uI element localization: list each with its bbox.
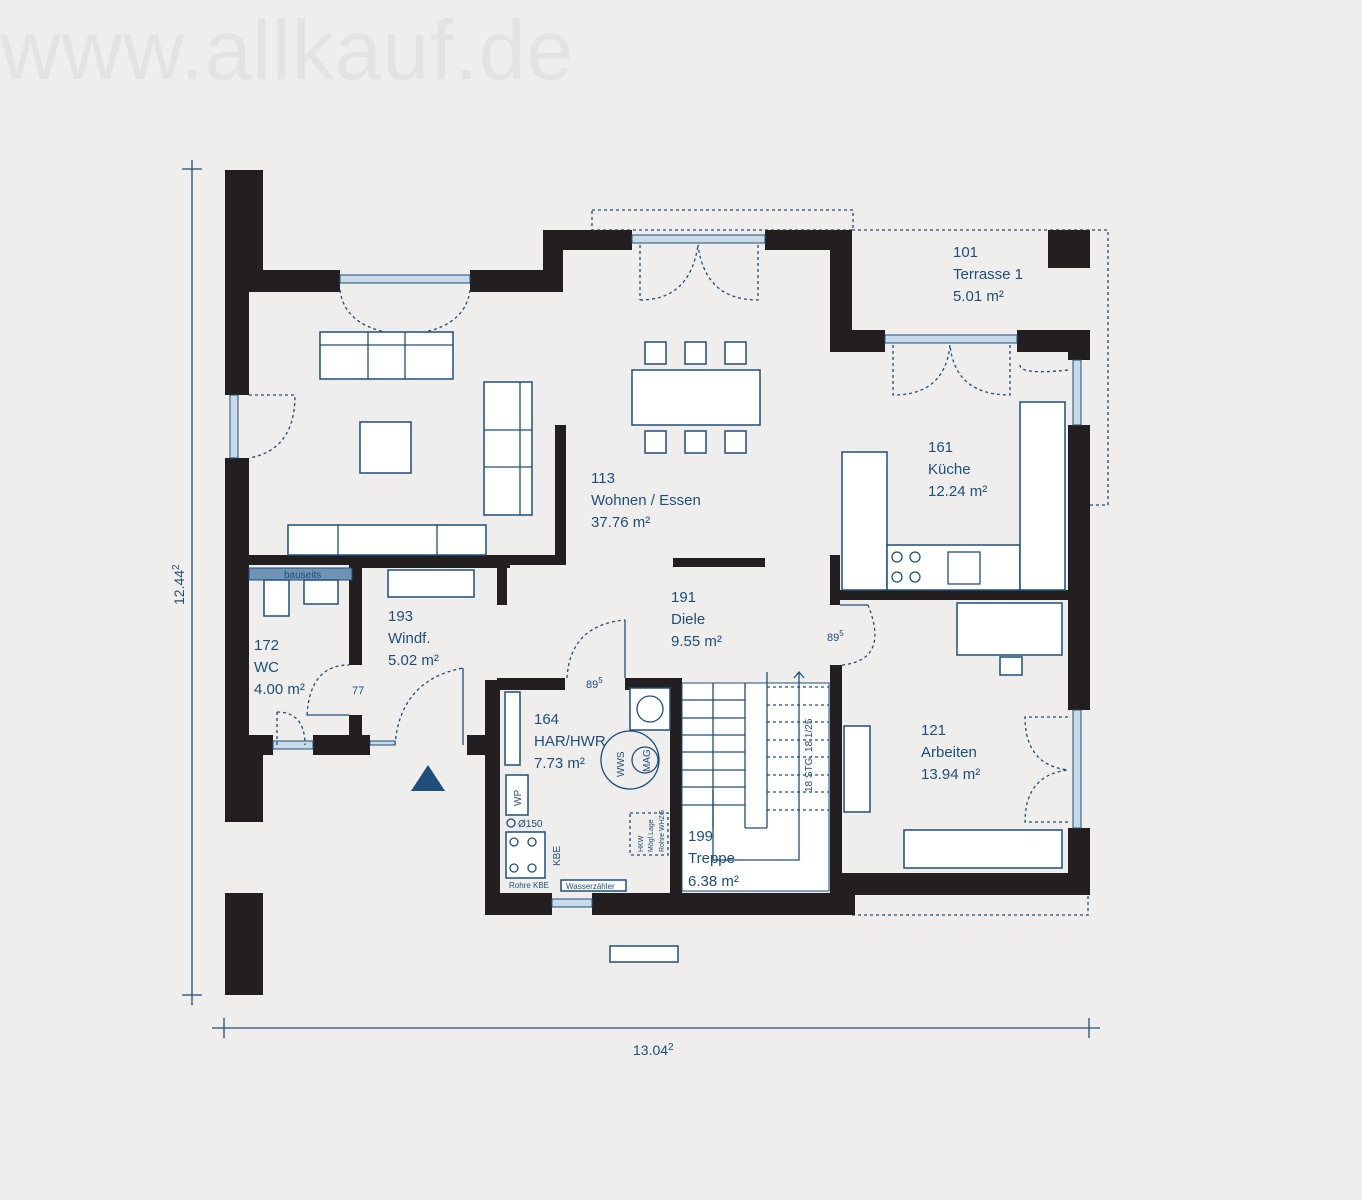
- svg-text:37.76 m²: 37.76 m²: [591, 514, 650, 531]
- terrace-outline: [852, 229, 1109, 506]
- terrace-outline-bottom: [852, 895, 1089, 916]
- dimension-lines: [182, 160, 1100, 1038]
- svg-text:WWS: WWS: [616, 751, 627, 777]
- watermark: www.allkauf.de: [0, 3, 575, 97]
- svg-text:WC: WC: [254, 659, 279, 676]
- svg-text:Rohre KBE: Rohre KBE: [509, 881, 549, 890]
- svg-text:Windf.: Windf.: [388, 630, 431, 647]
- svg-text:Wohnen / Essen: Wohnen / Essen: [591, 492, 701, 509]
- svg-text:77: 77: [352, 685, 364, 697]
- svg-text:13.94 m²: 13.94 m²: [921, 766, 980, 783]
- svg-text:895: 895: [586, 676, 603, 691]
- entrance-marker-icon: [411, 765, 445, 791]
- svg-text:191: 191: [671, 589, 696, 606]
- svg-text:WP: WP: [513, 790, 524, 806]
- svg-text:4.00 m²: 4.00 m²: [254, 681, 305, 698]
- svg-text:193: 193: [388, 608, 413, 625]
- width-dimension: 13.042: [633, 1042, 674, 1058]
- svg-text:Küche: Küche: [928, 461, 971, 478]
- svg-text:bauseits: bauseits: [284, 570, 321, 581]
- svg-text:5.02 m²: 5.02 m²: [388, 652, 439, 669]
- staircase: [681, 670, 830, 892]
- height-dimension: 12.442: [171, 564, 187, 605]
- svg-text:161: 161: [928, 439, 953, 456]
- svg-text:113: 113: [591, 470, 615, 487]
- svg-text:12.24 m²: 12.24 m²: [928, 483, 987, 500]
- svg-text:Ø150: Ø150: [518, 819, 543, 830]
- svg-text:164: 164: [534, 711, 559, 728]
- terrace-outline-top: [591, 209, 854, 231]
- svg-text:172: 172: [254, 637, 279, 654]
- svg-text:Mögl.Lage: Mögl.Lage: [648, 819, 655, 852]
- svg-text:HKW: HKW: [638, 835, 645, 852]
- svg-text:7.73 m²: 7.73 m²: [534, 755, 585, 772]
- windows: [229, 234, 1082, 908]
- svg-text:9.55 m²: 9.55 m²: [671, 633, 722, 650]
- svg-text:Diele: Diele: [671, 611, 705, 628]
- svg-text:KBE: KBE: [552, 846, 563, 866]
- svg-text:101: 101: [953, 244, 978, 261]
- svg-text:Arbeiten: Arbeiten: [921, 744, 977, 761]
- svg-text:121: 121: [921, 722, 946, 739]
- svg-text:HAR/HWR: HAR/HWR: [534, 733, 606, 750]
- furniture: [248, 331, 1066, 963]
- svg-text:Treppe: Treppe: [688, 850, 735, 867]
- svg-text:895: 895: [827, 629, 844, 644]
- svg-text:Terrasse 1: Terrasse 1: [953, 266, 1023, 283]
- annotations: bauseits 77 895 895 WWS MAG WP Ø150 KBE …: [284, 570, 844, 891]
- svg-text:18 STG. 18.1/25: 18 STG. 18.1/25: [804, 718, 815, 792]
- svg-text:6.38 m²: 6.38 m²: [688, 873, 739, 890]
- svg-text:MAG: MAG: [642, 749, 653, 772]
- walls: [225, 170, 1090, 995]
- svg-text:5.01 m²: 5.01 m²: [953, 288, 1004, 305]
- svg-text:Rohre WHZG: Rohre WHZG: [659, 810, 666, 852]
- svg-text:199: 199: [688, 828, 713, 845]
- doors: [248, 244, 1069, 823]
- svg-text:Wasserzähler: Wasserzähler: [566, 882, 615, 891]
